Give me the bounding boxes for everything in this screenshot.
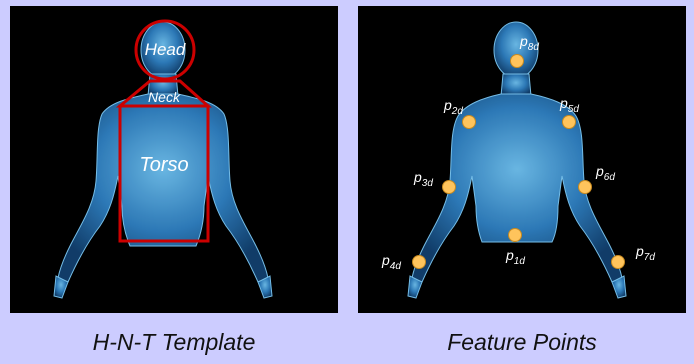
feature-point-label-6d: p6d bbox=[595, 163, 615, 183]
feature-points-caption: Feature Points bbox=[358, 326, 686, 358]
feature-point-2d bbox=[463, 116, 476, 129]
head-label: Head bbox=[145, 40, 186, 59]
neck-label: Neck bbox=[148, 89, 181, 105]
feature-point-label-4d: p4d bbox=[381, 252, 401, 272]
feature-point-label-7d: p7d bbox=[635, 243, 655, 263]
hnt-template-figure: Head Neck Torso bbox=[10, 6, 338, 313]
feature-point-8d bbox=[511, 55, 524, 68]
feature-point-1d bbox=[509, 229, 522, 242]
feature-point-5d bbox=[563, 116, 576, 129]
feature-point-6d bbox=[579, 181, 592, 194]
feature-point-4d bbox=[413, 256, 426, 269]
hnt-template-panel: Head Neck Torso bbox=[10, 6, 338, 313]
feature-point-3d bbox=[443, 181, 456, 194]
feature-point-7d bbox=[612, 256, 625, 269]
feature-point-label-1d: p1d bbox=[505, 247, 525, 267]
hnt-template-caption: H-N-T Template bbox=[10, 326, 338, 358]
feature-point-label-3d: p3d bbox=[413, 169, 433, 189]
torso-label: Torso bbox=[139, 154, 188, 176]
feature-point-label-2d: p2d bbox=[443, 97, 463, 117]
